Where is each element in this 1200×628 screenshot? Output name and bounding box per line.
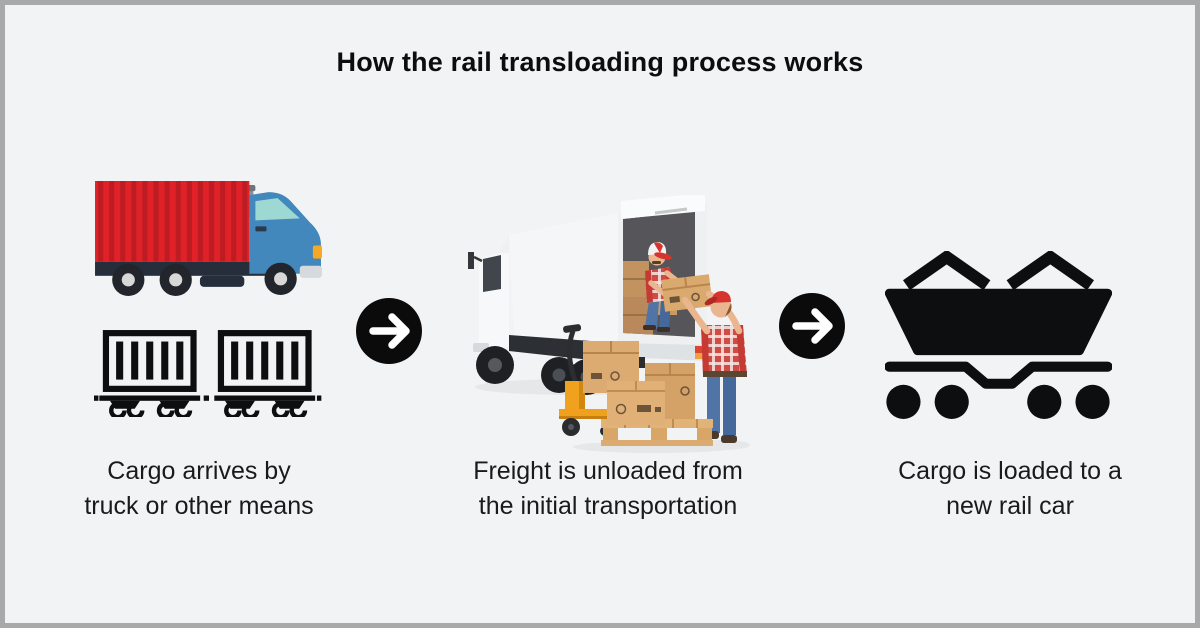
caption-line: the initial transportation [478,492,738,520]
arrow-right-icon [779,293,845,359]
red-cargo-container [95,181,250,262]
caption-line: Cargo is loaded to a [898,457,1122,485]
step-caption-unloading: Freight is unloaded from the initial tra… [428,454,788,524]
taillight [695,346,705,353]
windshield [255,198,300,221]
caption-line: new rail car [946,492,1074,520]
rear-bumper [621,343,707,361]
roll-up-shutter [621,195,705,219]
cargo-pile [1006,251,1094,291]
front-bumper [299,265,322,278]
signal-light [312,245,322,259]
caption-line: truck or other means [84,492,314,520]
open-top-rail-car-icon [885,251,1112,419]
side-mirror [468,252,474,269]
container-truck-icon [95,181,322,296]
rail-wagons-icon [94,330,322,417]
worker-on-ground [681,290,747,443]
caption-line: Cargo arrives by [107,457,291,485]
cargo-pile [903,251,991,291]
truck-wheels [112,262,297,296]
caption-line: Freight is unloaded from [473,457,743,485]
handed-box [661,274,713,312]
rail-car-body [885,288,1112,356]
cab-window [483,255,501,292]
rail-wagon [214,330,316,417]
rail-wagon [99,330,201,417]
step-caption-loading: Cargo is loaded to a new rail car [830,454,1190,524]
undercarriage-bar [885,361,1112,389]
step-caption-arrival: Cargo arrives by truck or other means [19,454,379,524]
workers-unloading-truck-illustration [468,195,750,453]
cardboard-boxes [583,341,695,425]
rail-car-wheels [886,384,1110,419]
arrow-right-icon [356,298,422,364]
page-title: How the rail transloading process works [336,47,864,77]
